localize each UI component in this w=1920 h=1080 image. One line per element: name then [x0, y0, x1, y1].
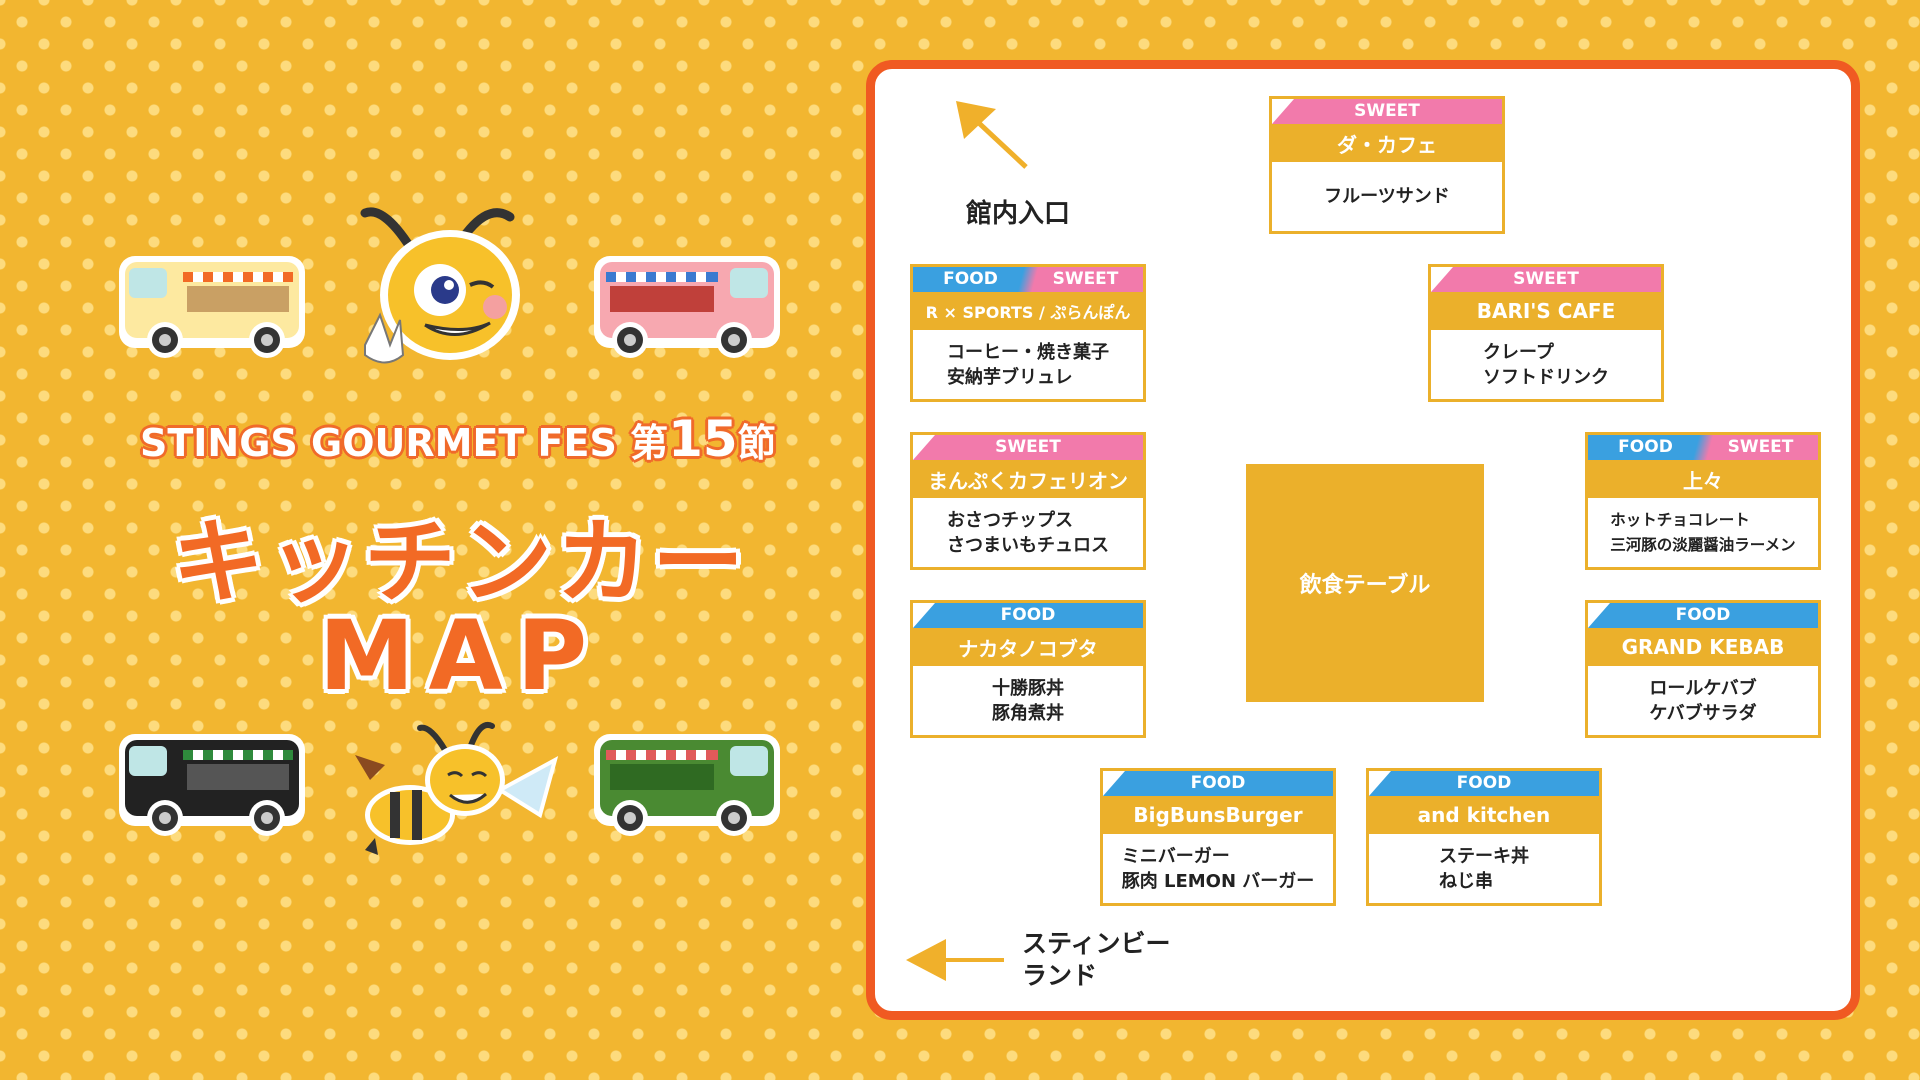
stall-bigbunsburger: FOOD BigBunsBurger ミニバーガー 豚肉 LEMON バーガー: [1100, 768, 1336, 906]
menu-item: コーヒー・焼き菓子: [947, 341, 1109, 363]
stall-menu: ミニバーガー 豚肉 LEMON バーガー: [1103, 834, 1333, 903]
menu-item: クレープ: [1483, 341, 1554, 363]
stall-baris-cafe: SWEET BARI'S CAFE クレープ ソフトドリンク: [1428, 264, 1664, 402]
stall-menu: おさつチップス さつまいもチュロス: [913, 498, 1143, 567]
stall-menu: コーヒー・焼き菓子 安納芋ブリュレ: [913, 330, 1143, 399]
stall-da-cafe: SWEET ダ・カフェ フルーツサンド: [1269, 96, 1505, 234]
stall-manpuku-cafe-lion: SWEET まんぷくカフェリオン おさつチップス さつまいもチュロス: [910, 432, 1146, 570]
food-tag: FOOD: [1588, 603, 1818, 628]
stall-name: BigBunsBurger: [1103, 796, 1333, 834]
stall-menu: 十勝豚丼 豚角煮丼: [913, 666, 1143, 735]
menu-item: 三河豚の淡麗醤油ラーメン: [1610, 535, 1796, 554]
stall-menu: ステーキ丼 ねじ串: [1369, 834, 1599, 903]
main-title-map: MAP: [318, 600, 602, 712]
stall-and-kitchen: FOOD and kitchen ステーキ丼 ねじ串: [1366, 768, 1602, 906]
black-food-truck-illustration: [119, 734, 305, 836]
arrow-up-left-icon: [956, 101, 1028, 169]
main-title: キッチンカー: [171, 509, 748, 616]
stall-name: 上々: [1588, 460, 1818, 498]
stall-name: GRAND KEBAB: [1588, 628, 1818, 666]
stall-name: ナカタノコブタ: [913, 628, 1143, 666]
food-tag: FOOD: [913, 603, 1143, 628]
menu-item: ケバブサラダ: [1649, 702, 1757, 724]
sweet-tag: SWEET: [913, 435, 1143, 460]
stall-name: R × SPORTS / ぷらんぽん: [913, 292, 1143, 330]
menu-item: 豚肉 LEMON バーガー: [1121, 870, 1315, 892]
pink-food-truck-illustration: [594, 256, 780, 358]
sweet-tag: SWEET: [1272, 99, 1502, 124]
dining-table-area: 飲食テーブル: [1246, 464, 1484, 702]
menu-item: フルーツサンド: [1324, 186, 1450, 207]
stall-menu: ホットチョコレート 三河豚の淡麗醤油ラーメン: [1588, 498, 1818, 567]
stall-nakata-no-kobuta: FOOD ナカタノコブタ 十勝豚丼 豚角煮丼: [910, 600, 1146, 738]
menu-item: 十勝豚丼: [992, 677, 1064, 699]
food-tag: FOOD: [1103, 771, 1333, 796]
sweet-tag: SWEET: [1431, 267, 1661, 292]
stall-name: ダ・カフェ: [1272, 124, 1502, 162]
yellow-food-truck-illustration: [119, 256, 305, 358]
menu-item: 安納芋ブリュレ: [947, 366, 1073, 388]
stall-menu: フルーツサンド: [1272, 162, 1502, 231]
stingbee-land-label: スティンビー ランド: [1022, 929, 1171, 990]
menu-item: ミニバーガー: [1121, 845, 1230, 867]
stall-menu: クレープ ソフトドリンク: [1431, 330, 1661, 399]
stall-name: まんぷくカフェリオン: [913, 460, 1143, 498]
bee-mascot-peace-sign: [360, 207, 520, 364]
event-title: STINGS GOURMET FES 第15節: [140, 410, 776, 468]
stall-menu: ロールケバブ ケバブサラダ: [1588, 666, 1818, 735]
green-food-truck-illustration: [594, 734, 780, 836]
menu-item: ステーキ丼: [1439, 845, 1529, 867]
menu-item: ロールケバブ: [1649, 677, 1757, 699]
menu-item: さつまいもチュロス: [947, 534, 1109, 556]
bee-mascot-flying: [355, 722, 559, 855]
menu-item: 豚角煮丼: [992, 702, 1064, 724]
menu-item: ホットチョコレート: [1610, 510, 1750, 529]
arrow-left-icon: [906, 939, 1004, 981]
venue-entrance-label: 館内入口: [966, 199, 1071, 229]
stall-name: and kitchen: [1369, 796, 1599, 834]
food-tag: FOOD: [1369, 771, 1599, 796]
menu-item: ソフトドリンク: [1483, 366, 1609, 388]
stall-grand-kebab: FOOD GRAND KEBAB ロールケバブ ケバブサラダ: [1585, 600, 1821, 738]
menu-item: おさつチップス: [947, 509, 1073, 531]
menu-item: ねじ串: [1439, 870, 1493, 892]
stall-name: BARI'S CAFE: [1431, 292, 1661, 330]
